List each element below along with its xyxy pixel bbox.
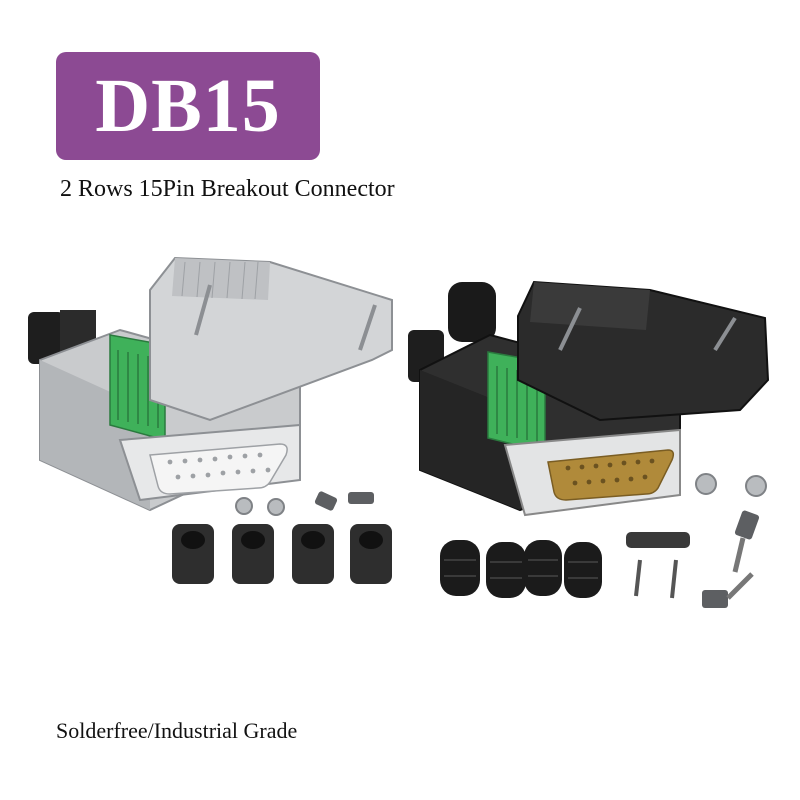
strain-relief-boot	[448, 282, 496, 342]
hex-nut	[235, 497, 253, 515]
lid-screw-left	[194, 284, 212, 336]
cable-clamp-knob	[28, 312, 64, 364]
hex-nut	[267, 498, 285, 516]
title-badge-label: DB15	[95, 64, 281, 148]
lid-grip	[172, 258, 270, 300]
jack-screw	[314, 491, 338, 511]
gold-pin-array	[547, 449, 675, 501]
hex-nut	[695, 473, 717, 495]
lid-screw-right	[713, 316, 737, 352]
black-connector-kit	[408, 280, 770, 608]
jack-screw	[734, 510, 760, 540]
lid-screw-left	[558, 307, 582, 351]
cable-clamp-bar	[626, 532, 690, 548]
product-subtitle: 2 Rows 15Pin Breakout Connector	[60, 176, 395, 202]
rubber-grommets	[172, 524, 392, 584]
jack-screw	[702, 590, 728, 608]
jack-screw	[348, 492, 374, 504]
db15-female-face	[149, 443, 288, 495]
product-footer-note: Solderfree/Industrial Grade	[56, 718, 298, 743]
tapping-screw	[670, 559, 678, 599]
rubber-grommets	[440, 540, 602, 598]
lid-grip	[530, 282, 650, 330]
tapping-screw	[634, 559, 642, 597]
hex-nut	[745, 475, 767, 497]
title-badge: DB15	[56, 52, 320, 160]
silver-connector-kit	[28, 256, 393, 584]
lid-screw-right	[358, 304, 377, 351]
